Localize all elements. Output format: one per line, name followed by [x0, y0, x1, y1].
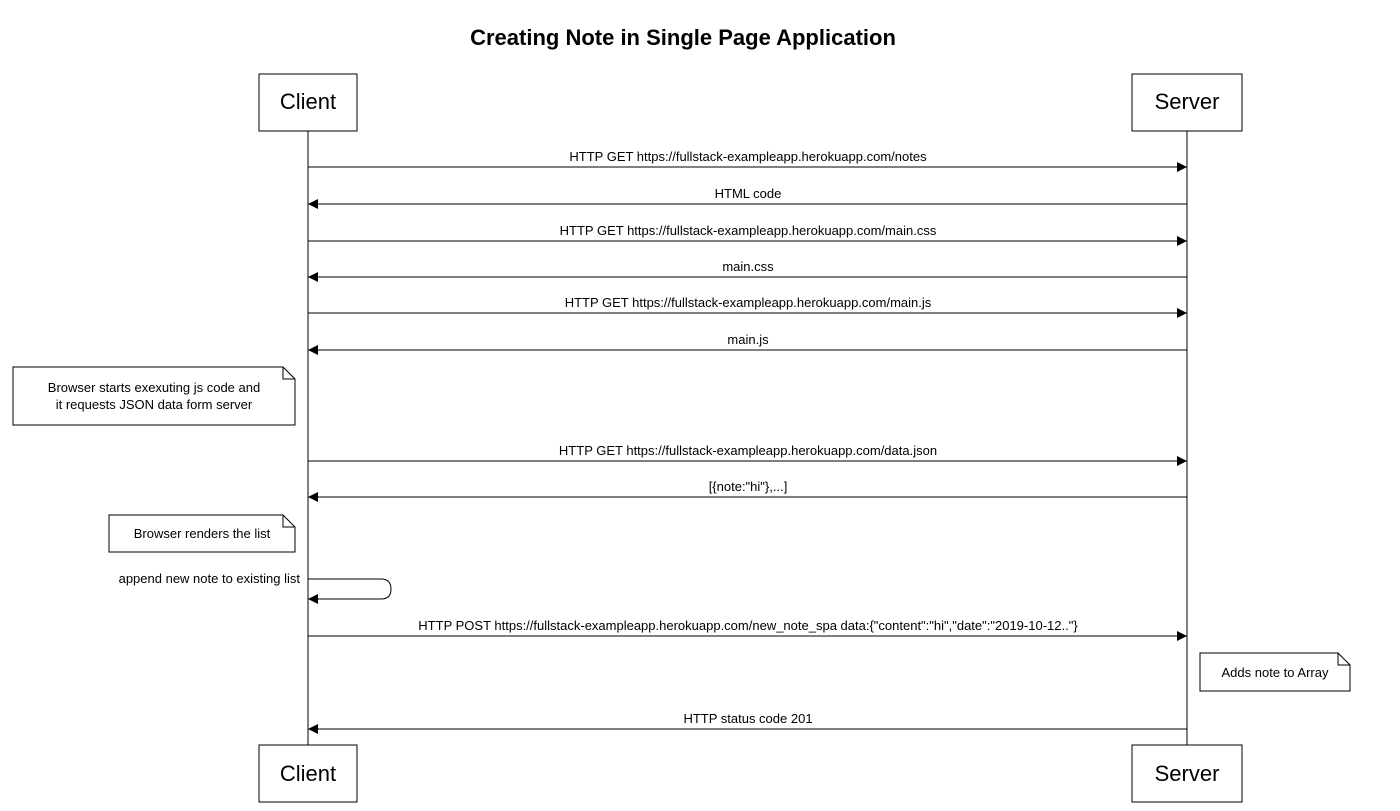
message-4: main.css: [308, 259, 1187, 282]
message-5: HTTP GET https://fullstack-exampleapp.he…: [308, 295, 1187, 318]
message-9-self: append new note to existing list: [119, 571, 392, 604]
participant-client-top-label: Client: [280, 89, 336, 114]
note-line: Browser starts exexuting js code and: [48, 380, 260, 395]
participant-server-top-label: Server: [1155, 89, 1220, 114]
participant-client-bottom-label: Client: [280, 761, 336, 786]
message-7: HTTP GET https://fullstack-exampleapp.he…: [308, 443, 1187, 466]
participant-server-bottom: Server: [1131, 744, 1243, 803]
message-label: HTTP GET https://fullstack-exampleapp.he…: [565, 295, 932, 310]
message-label: append new note to existing list: [119, 571, 301, 586]
message-arrow: [308, 578, 392, 604]
message-10: HTTP POST https://fullstack-exampleapp.h…: [308, 618, 1187, 641]
message-label: HTML code: [715, 186, 782, 201]
note-line: Adds note to Array: [1222, 665, 1329, 680]
message-label: HTTP GET https://fullstack-exampleapp.he…: [560, 223, 937, 238]
participant-client-top: Client: [258, 73, 358, 132]
message-label: main.js: [727, 332, 769, 347]
participant-client-bottom: Client: [258, 744, 358, 803]
message-label: main.css: [722, 259, 774, 274]
message-1: HTTP GET https://fullstack-exampleapp.he…: [308, 149, 1187, 172]
note-line: Browser renders the list: [134, 526, 271, 541]
participant-server-top: Server: [1131, 73, 1243, 132]
message-label: HTTP status code 201: [683, 711, 812, 726]
diagram-title: Creating Note in Single Page Application: [470, 25, 896, 50]
message-11: HTTP status code 201: [308, 711, 1187, 734]
message-label: HTTP GET https://fullstack-exampleapp.he…: [559, 443, 937, 458]
message-label: [{note:"hi"},...]: [709, 479, 788, 494]
message-2: HTML code: [308, 186, 1187, 209]
note-adds-to-array: Adds note to Array: [1199, 652, 1351, 692]
message-6: main.js: [308, 332, 1187, 355]
message-3: HTTP GET https://fullstack-exampleapp.he…: [308, 223, 1187, 246]
note-js-execution: Browser starts exexuting js code and it …: [12, 366, 296, 426]
note-line: it requests JSON data form server: [56, 397, 253, 412]
participant-server-bottom-label: Server: [1155, 761, 1220, 786]
message-label: HTTP POST https://fullstack-exampleapp.h…: [418, 618, 1078, 633]
message-label: HTTP GET https://fullstack-exampleapp.he…: [569, 149, 927, 164]
note-renders-list: Browser renders the list: [108, 514, 296, 553]
message-8: [{note:"hi"},...]: [308, 479, 1187, 502]
